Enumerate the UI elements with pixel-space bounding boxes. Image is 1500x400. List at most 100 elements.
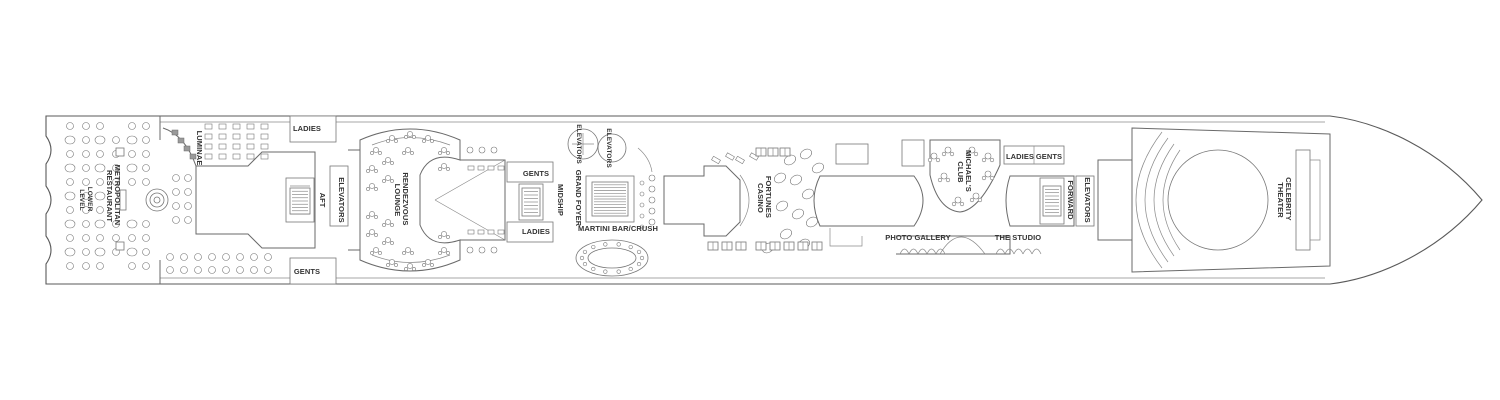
- display-arc: [1013, 248, 1024, 255]
- chair: [171, 129, 179, 136]
- seat: [369, 229, 375, 235]
- seat: [394, 139, 398, 143]
- gents-fwd-label: GENTS: [1036, 152, 1062, 161]
- metropolitan-restaurant-label: METROPOLITAN RESTAURANT: [105, 165, 122, 228]
- seat: [390, 161, 394, 165]
- table: [648, 196, 656, 204]
- table: [112, 136, 120, 144]
- armchair: [972, 192, 980, 200]
- table: [490, 146, 498, 154]
- elevators-mid-label: ELEVATORS: [575, 124, 582, 164]
- seat: [366, 215, 370, 219]
- bar-stool: [591, 244, 596, 250]
- table: [208, 253, 216, 261]
- table: [639, 202, 645, 208]
- table: [490, 246, 498, 254]
- table: [208, 266, 216, 274]
- table: [82, 150, 90, 158]
- table: [82, 178, 90, 186]
- chair: [467, 229, 475, 235]
- table: [142, 248, 150, 256]
- chair: [218, 153, 227, 160]
- display-arc: [935, 248, 946, 255]
- seat: [394, 263, 398, 267]
- table: [128, 122, 136, 130]
- seat: [404, 135, 408, 139]
- grand-foyer-area: [567, 128, 656, 277]
- chair: [246, 133, 255, 140]
- seat: [446, 251, 450, 255]
- seat: [366, 233, 370, 237]
- table: [64, 163, 76, 173]
- display-arc: [1022, 248, 1033, 255]
- table: [82, 164, 90, 172]
- seat: [407, 263, 413, 269]
- metropolitan-restaurant-area: [64, 116, 272, 284]
- table: [82, 234, 90, 242]
- seat: [402, 251, 406, 255]
- seat: [410, 151, 414, 155]
- bar-stool: [636, 249, 642, 255]
- bar-stool: [616, 242, 621, 247]
- bar-stool: [639, 255, 645, 261]
- chair: [204, 133, 213, 140]
- table: [250, 253, 258, 261]
- deck-labels: LOWER LEVEL METROPOLITAN RESTAURANT LUMI…: [78, 124, 1293, 276]
- table: [126, 135, 138, 145]
- seat: [385, 219, 391, 225]
- chair: [260, 133, 269, 140]
- lower-level-label: LOWER LEVEL: [78, 187, 93, 214]
- michaels-club-label: MICHAEL'S CLUB: [956, 150, 973, 194]
- seat: [441, 247, 447, 253]
- seat: [374, 187, 378, 191]
- table: [639, 191, 645, 197]
- slot-machine: [725, 152, 735, 161]
- table: [194, 266, 202, 274]
- chair: [477, 229, 485, 235]
- table: [82, 248, 90, 256]
- chair: [487, 229, 495, 235]
- seat: [438, 151, 442, 155]
- table: [648, 218, 656, 226]
- ship-hull: [45, 115, 1483, 285]
- table: [466, 246, 474, 254]
- seat: [446, 167, 450, 171]
- gaming-table: [800, 148, 812, 160]
- gaming-table: [790, 174, 802, 186]
- seat: [369, 165, 375, 171]
- display-arc: [917, 248, 928, 255]
- chair: [204, 123, 213, 130]
- midship-seating: [434, 146, 554, 254]
- table: [64, 247, 76, 257]
- table: [128, 262, 136, 270]
- seat: [385, 175, 391, 181]
- seat: [390, 179, 394, 183]
- armchair: [984, 170, 992, 178]
- table: [236, 266, 244, 274]
- seat: [386, 139, 390, 143]
- chair: [467, 165, 475, 171]
- table: [236, 253, 244, 261]
- seat: [446, 151, 450, 155]
- gaming-table: [802, 188, 814, 200]
- seat: [438, 167, 442, 171]
- seat: [378, 151, 382, 155]
- seat: [405, 247, 411, 253]
- table: [126, 247, 138, 257]
- chair: [204, 143, 213, 150]
- chair: [183, 145, 191, 152]
- table: [250, 266, 258, 274]
- table: [128, 150, 136, 158]
- table: [66, 234, 74, 242]
- michaels-club-area: [901, 139, 1065, 213]
- bar-stool: [591, 266, 596, 272]
- gaming-table: [780, 228, 792, 240]
- table: [648, 207, 656, 215]
- gaming-table: [792, 208, 804, 220]
- table: [128, 234, 136, 242]
- table: [126, 163, 138, 173]
- table: [222, 266, 230, 274]
- photo-gallery-label: PHOTO GALLERY: [885, 233, 950, 242]
- armchair: [959, 201, 965, 207]
